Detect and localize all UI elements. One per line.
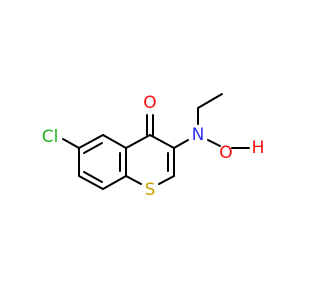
bond-c2-s1 [158,175,175,185]
oxygen-hydroxyl-label: O [219,143,232,163]
chlorine-label: Cl [42,127,59,147]
bond-c6-cl [62,138,80,149]
bond-c3-n [173,139,189,149]
bond-c8-c8a [102,175,127,190]
nitrogen-label: N [192,125,205,145]
bond-c4-c3 [149,134,175,149]
bond-c7-c8 [78,175,104,190]
atom-labels: O Cl N O H S [42,93,265,200]
bond-c4a-c4 [125,134,151,149]
bond-c5-c6-inner [83,142,103,154]
hydrogen-hydroxyl-label: H [252,138,265,158]
bond-c7-c8-inner [83,171,103,183]
structure-diagram: O Cl N O H S [42,93,265,200]
bond-ch2-ch3 [197,93,223,109]
bonds [62,93,250,190]
bond-c4a-c5 [102,134,127,149]
molecule-canvas: O Cl N O H S [42,93,265,200]
oxygen-ketone-label: O [143,93,156,113]
bond-n-o [207,139,221,147]
bond-c5-c6 [78,134,104,149]
sulfur-label: S [145,180,156,200]
bond-s1-c8a [125,175,142,185]
